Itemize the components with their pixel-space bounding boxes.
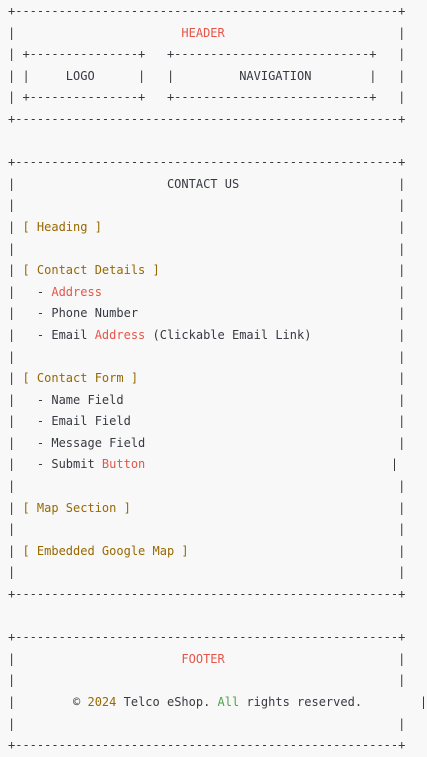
empty-row: | |: [8, 670, 427, 692]
empty-row: | |: [8, 714, 427, 736]
text-segment: Telco eShop.: [116, 695, 218, 709]
address-line: | - Address |: [8, 282, 427, 304]
text-segment: | +---------------+ +-------------------…: [8, 90, 406, 105]
text-segment: | | LOGO | | NAVIGATION | |: [8, 68, 406, 83]
text-segment: |: [8, 371, 23, 386]
contact-form-line: | [ Contact Form ] |: [8, 368, 427, 390]
highlighted-token: All: [217, 695, 240, 709]
submit-button-line: | - Submit Button |: [8, 454, 427, 476]
highlighted-token: [ Contact Details ]: [22, 263, 160, 278]
text-segment: |: [138, 371, 406, 386]
text-segment: | +---------------+ +-------------------…: [8, 47, 406, 62]
text-segment: | - Name Field |: [8, 392, 406, 407]
highlighted-token: FOOTER: [181, 651, 225, 666]
text-segment: | |: [8, 198, 406, 213]
empty-row: | |: [8, 562, 427, 584]
email-address-line: | - Email Address (Clickable Email Link)…: [8, 325, 427, 347]
contact-title-line: | CONTACT US |: [8, 174, 427, 196]
footer-title-line: | FOOTER |: [8, 649, 427, 671]
map-section-line: | [ Map Section ] |: [8, 498, 427, 520]
text-segment: | ©: [8, 695, 88, 709]
contact-border-bottom: +---------------------------------------…: [8, 584, 427, 606]
empty-row: | |: [8, 476, 427, 498]
text-segment: +---------------------------------------…: [8, 111, 406, 126]
blank-line: [8, 606, 427, 628]
blank-line: [8, 131, 427, 153]
highlighted-token: [ Heading ]: [22, 219, 102, 234]
highlighted-token: [ Contact Form ]: [22, 371, 139, 386]
empty-row: | |: [8, 519, 427, 541]
empty-row: | |: [8, 347, 427, 369]
text-segment: |: [101, 284, 406, 299]
header-border-bottom: +---------------------------------------…: [8, 109, 427, 131]
text-segment: |: [145, 457, 399, 472]
text-segment: | - Email Field |: [8, 414, 406, 429]
logo-nav-border-top: | +---------------+ +-------------------…: [8, 44, 427, 66]
text-segment: |: [8, 263, 23, 278]
logo-nav-border-bottom: | +---------------+ +-------------------…: [8, 87, 427, 109]
text-segment: |: [101, 219, 406, 234]
text-segment: |: [224, 651, 406, 666]
highlighted-token: [ Map Section ]: [22, 500, 131, 515]
footer-border-top: +---------------------------------------…: [8, 627, 427, 649]
text-segment: |: [130, 500, 406, 515]
highlighted-token: 2024: [87, 695, 117, 709]
contact-border-top: +---------------------------------------…: [8, 152, 427, 174]
text-segment: |: [188, 543, 406, 558]
text-segment: |: [8, 25, 182, 40]
text-segment: |: [8, 543, 23, 558]
text-segment: |: [224, 25, 406, 40]
text-segment: |: [8, 219, 23, 234]
text-segment: | - Submit: [8, 457, 102, 472]
wireframe-diagram: +---------------------------------------…: [8, 1, 427, 757]
text-segment: +---------------------------------------…: [8, 4, 406, 18]
text-segment: | |: [8, 349, 406, 364]
highlighted-token: Button: [101, 457, 146, 472]
header-border-top: +---------------------------------------…: [8, 1, 427, 23]
phone-number-line: | - Phone Number |: [8, 303, 427, 325]
text-segment: | CONTACT US |: [8, 176, 406, 191]
contact-details-line: | [ Contact Details ] |: [8, 260, 427, 282]
text-segment: |: [8, 651, 182, 666]
highlighted-token: HEADER: [181, 25, 225, 40]
footer-border-bottom: +---------------------------------------…: [8, 735, 427, 757]
highlighted-token: Address: [51, 284, 102, 299]
embedded-map-line: | [ Embedded Google Map ] |: [8, 541, 427, 563]
text-segment: | - Phone Number |: [8, 306, 406, 321]
text-segment: | - Email: [8, 327, 95, 342]
message-field-line: | - Message Field |: [8, 433, 427, 455]
email-field-line: | - Email Field |: [8, 411, 427, 433]
text-segment: | |: [8, 479, 406, 494]
text-segment: | |: [8, 522, 406, 537]
text-segment: |: [159, 263, 406, 278]
heading-line: | [ Heading ] |: [8, 217, 427, 239]
text-segment: | - Message Field |: [8, 435, 406, 450]
text-segment: +---------------------------------------…: [8, 155, 406, 170]
highlighted-token: [ Embedded Google Map ]: [22, 543, 189, 558]
text-segment: | -: [8, 284, 52, 299]
empty-row: | |: [8, 239, 427, 261]
text-segment: | |: [8, 673, 406, 688]
copyright-line: | © 2024 Telco eShop. All rights reserve…: [8, 692, 427, 714]
text-segment: +---------------------------------------…: [8, 587, 406, 602]
header-title-line: | HEADER |: [8, 23, 427, 45]
text-segment: |: [8, 500, 23, 515]
empty-row: | |: [8, 195, 427, 217]
text-segment: | |: [8, 716, 406, 731]
text-segment: | |: [8, 241, 406, 256]
highlighted-token: Address: [94, 327, 146, 342]
name-field-line: | - Name Field |: [8, 390, 427, 412]
text-segment: +---------------------------------------…: [8, 630, 406, 645]
text-segment: +---------------------------------------…: [8, 738, 406, 753]
logo-nav-line: | | LOGO | | NAVIGATION | |: [8, 66, 427, 88]
text-segment: | |: [8, 565, 406, 580]
text-segment: (Clickable Email Link) |: [145, 327, 406, 342]
text-segment: rights reserved. |: [239, 695, 427, 709]
